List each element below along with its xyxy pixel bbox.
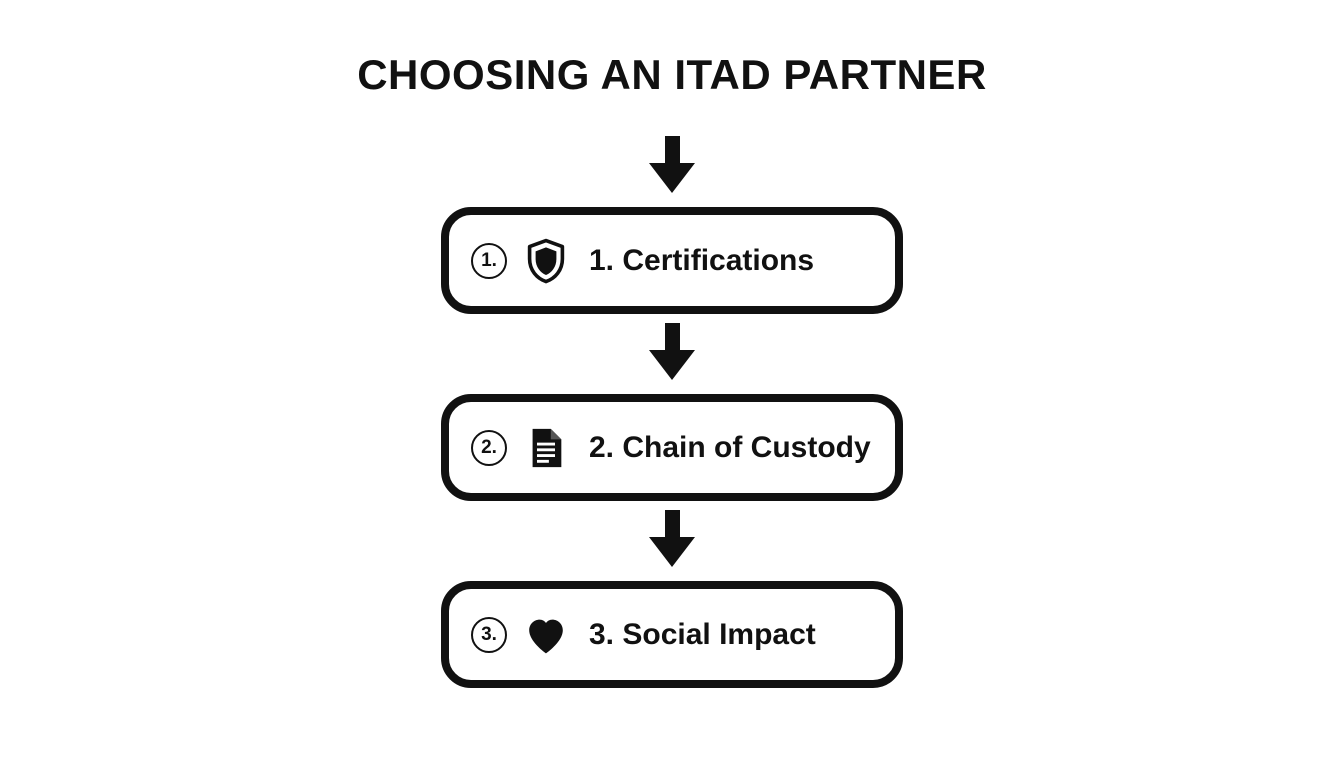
- down-arrow-head: [649, 350, 695, 381]
- heart-icon: [521, 610, 571, 660]
- step-number-badge: 1.: [471, 242, 507, 279]
- down-arrow-stem: [664, 136, 680, 164]
- step-social-impact: 3. 3. Social Impact: [441, 581, 903, 689]
- down-arrow-head: [649, 537, 695, 568]
- step-label: 3. Social Impact: [589, 617, 816, 651]
- down-arrow-stem: [664, 323, 680, 351]
- step-number-badge: 3.: [471, 616, 507, 653]
- step-label: 1. Certifications: [589, 243, 815, 277]
- down-arrow: [649, 136, 695, 194]
- down-arrow: [649, 323, 695, 381]
- down-arrow: [649, 510, 695, 568]
- step-chain-of-custody: 2. 2. Chain of Custody: [441, 394, 903, 502]
- step-number-badge: 2.: [471, 429, 507, 466]
- step-certifications: 1. 1. Certifications: [441, 207, 903, 315]
- shield-icon: [521, 236, 571, 286]
- down-arrow-stem: [664, 510, 680, 538]
- down-arrow-head: [649, 163, 695, 194]
- step-label: 2. Chain of Custody: [589, 430, 871, 464]
- page-title: CHOOSING AN ITAD PARTNER: [357, 51, 987, 98]
- document-icon: [521, 423, 571, 473]
